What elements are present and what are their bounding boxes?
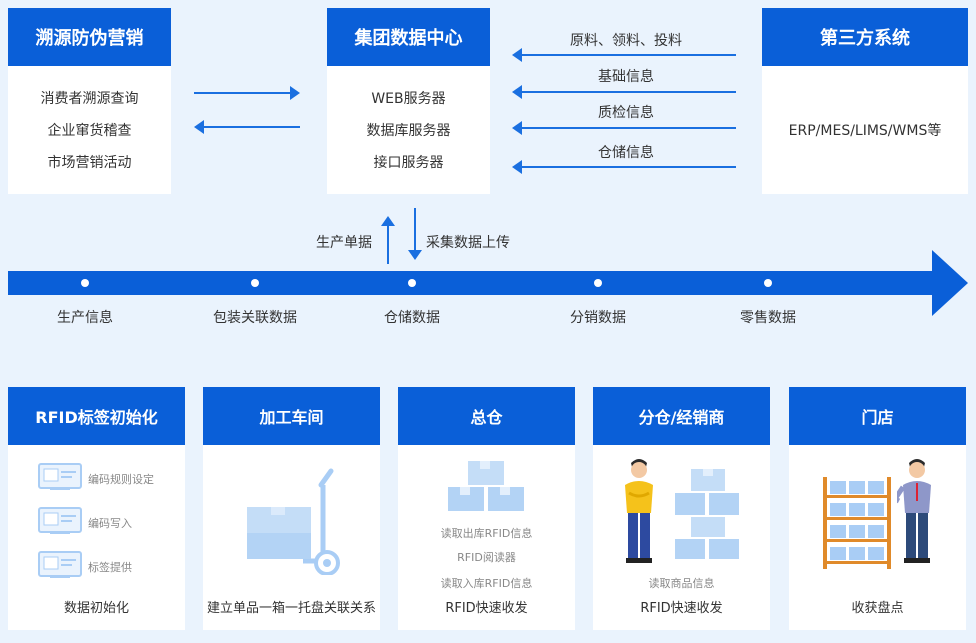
third-party-systems: ERP/MES/LIMS/WMS等 [788, 123, 942, 139]
timeline-dot-3 [408, 279, 416, 287]
flow-arrow-head-1 [512, 48, 522, 62]
monitor-icon [38, 551, 82, 578]
arrow-head-left [194, 120, 204, 134]
flow-arrow-head-4 [512, 160, 522, 174]
item-database-server: 数据库服务器 [366, 123, 451, 139]
workshop-body: 建立单品一箱一托盘关联关系 [203, 445, 380, 630]
timeline-label-retail: 零售数据 [740, 310, 796, 326]
store-title: 门店 [789, 387, 966, 445]
item-consumer-query: 消费者溯源查询 [40, 91, 139, 107]
person-icon [897, 459, 931, 563]
flow-arrow-head-2 [512, 85, 522, 99]
dealer-title: 分仓/经销商 [593, 387, 770, 445]
read-product-info: 读取商品信息 [648, 577, 715, 590]
rfid-init-title: RFID标签初始化 [8, 387, 185, 445]
flow-label-materials: 原料、领料、投料 [570, 33, 682, 49]
down-arrow-line [414, 208, 416, 252]
timeline-dot-4 [594, 279, 602, 287]
workshop-title: 加工车间 [203, 387, 380, 445]
main-warehouse-title: 总仓 [398, 387, 575, 445]
traceability-marketing-title: 溯源防伪营销 [8, 8, 171, 66]
arrow-head-right [290, 86, 300, 100]
read-inbound-rfid: 读取入库RFID信息 [440, 577, 533, 590]
down-arrow-label: 采集数据上传 [426, 235, 510, 251]
read-outbound-rfid: 读取出库RFID信息 [440, 527, 533, 540]
flow-arrow-head-3 [512, 121, 522, 135]
data-center-card: 集团数据中心 WEB服务器 数据库服务器 接口服务器 [327, 8, 490, 194]
item-interface-server: 接口服务器 [373, 155, 444, 171]
item-web-server: WEB服务器 [371, 91, 446, 107]
workshop-card: 加工车间 建立单品一箱一托盘关联关系 [203, 387, 380, 630]
main-warehouse-card: 总仓 读取出库RFID信息 RFID阅读器 读取入库RFID信息 RFID快速收… [398, 387, 575, 630]
main-warehouse-body: 读取出库RFID信息 RFID阅读器 读取入库RFID信息 RFID快速收发 [398, 445, 575, 630]
arrow-to-left [204, 126, 300, 128]
item-market-activity: 市场营销活动 [47, 155, 132, 171]
rfid-reader: RFID阅读器 [457, 551, 516, 564]
hand-truck-icon [247, 468, 340, 575]
rfid-init-body: 编码规则设定 编码写入 标签提供 数据初始化 [8, 445, 185, 630]
timeline-label-distribution: 分销数据 [570, 310, 626, 326]
store-card: 门店 [789, 387, 966, 630]
traceability-marketing-card: 溯源防伪营销 消费者溯源查询 企业窜货稽查 市场营销活动 [8, 8, 171, 194]
monitor-icon [38, 463, 82, 490]
dealer-footer: RFID快速收发 [640, 601, 723, 616]
flow-label-storage-info: 仓储信息 [598, 145, 654, 161]
arrow-to-center [194, 92, 290, 94]
store-footer: 收获盘点 [851, 601, 904, 616]
timeline-label-production: 生产信息 [57, 310, 113, 326]
store-body: 收获盘点 [789, 445, 966, 630]
flow-arrow-3 [522, 127, 736, 129]
step-encoding-write: 编码写入 [88, 517, 132, 530]
item-enterprise-audit: 企业窜货稽查 [47, 123, 132, 139]
shelf-icon [823, 477, 891, 569]
flow-arrow-4 [522, 166, 736, 168]
monitor-icon [38, 507, 82, 534]
step-encoding-rule: 编码规则设定 [88, 473, 154, 486]
traceability-marketing-items: 消费者溯源查询 企业窜货稽查 市场营销活动 [8, 66, 171, 194]
dealer-body: 读取商品信息 RFID快速收发 [593, 445, 770, 630]
flow-label-basic-info: 基础信息 [598, 69, 654, 85]
third-party-body: ERP/MES/LIMS/WMS等 [762, 66, 968, 194]
step-tag-provide: 标签提供 [88, 561, 132, 574]
up-arrow-line [387, 226, 389, 264]
data-center-items: WEB服务器 数据库服务器 接口服务器 [327, 66, 490, 194]
flow-arrow-2 [522, 91, 736, 93]
third-party-card: 第三方系统 ERP/MES/LIMS/WMS等 [762, 8, 968, 194]
flow-label-quality-info: 质检信息 [598, 105, 654, 121]
timeline-dot-1 [81, 279, 89, 287]
person-icon [625, 459, 653, 563]
boxes-icon [448, 461, 524, 511]
up-arrow-head [381, 216, 395, 226]
timeline-label-storage: 仓储数据 [384, 310, 440, 326]
flow-arrow-1 [522, 54, 736, 56]
third-party-title: 第三方系统 [762, 8, 968, 66]
workshop-footer: 建立单品一箱一托盘关联关系 [206, 601, 376, 616]
timeline-arrow [8, 250, 968, 316]
timeline-dot-5 [764, 279, 772, 287]
rfid-init-footer: 数据初始化 [63, 601, 129, 616]
boxes-icon [675, 469, 739, 559]
down-arrow-head [408, 250, 422, 260]
up-arrow-label: 生产单据 [316, 235, 372, 251]
main-warehouse-footer: RFID快速收发 [445, 601, 528, 616]
dealer-card: 分仓/经销商 读取商品信息 RFID快速收发 [593, 387, 770, 630]
timeline-dot-2 [251, 279, 259, 287]
rfid-init-card: RFID标签初始化 编码规则设定 编码写入 标签提供 数据初始化 [8, 387, 185, 630]
data-center-title: 集团数据中心 [327, 8, 490, 66]
timeline-label-packaging: 包装关联数据 [213, 310, 297, 326]
